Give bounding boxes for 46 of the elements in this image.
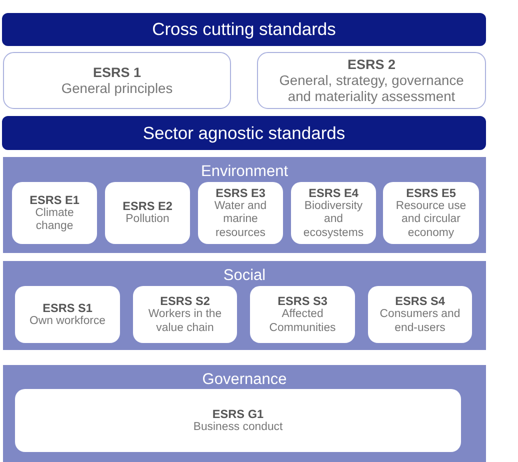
standard-title: Climate change [34,206,75,234]
standard-card [383,182,479,244]
standard-card [368,286,472,343]
standard-title: Business conduct [193,420,283,434]
standard-code: ESRS G1 [212,406,264,421]
standard-title: Own workforce [30,314,106,328]
standard-code: ESRS S1 [42,300,92,315]
standard-title: General principles [61,81,173,97]
category-panel [3,157,486,253]
standard-code: ESRS E4 [308,186,358,200]
banner-title: Cross cutting standards [152,19,336,40]
standard-title: Consumers and end-users [378,308,462,335]
panel-heading: Governance [202,371,287,388]
banner-title: Sector agnostic standards [142,122,346,144]
standard-code: ESRS E3 [216,186,266,200]
standard-card [198,182,283,244]
panel-heading: Social [223,267,266,284]
section-banner [2,116,486,150]
standard-card [15,389,461,452]
standard-card [250,286,355,343]
standard-code: ESRS S4 [395,294,445,308]
standard-card [3,52,231,109]
standard-title: Affected Communities [268,308,337,335]
standard-title: Resource use and circular economy [394,200,468,240]
standard-card [257,52,486,109]
standard-code: ESRS 2 [347,56,396,73]
standard-title: Water and marine resources [213,200,268,240]
standard-code: ESRS 1 [92,64,142,81]
standard-code: ESRS S3 [278,294,328,308]
category-panel [3,261,486,350]
category-panel [3,365,486,462]
standard-code: ESRS E5 [406,186,456,200]
standard-card [12,182,97,244]
section-banner [2,13,486,46]
standard-code: ESRS E2 [122,199,172,214]
standard-card [133,286,237,343]
standard-code: ESRS E1 [30,192,80,206]
standard-title: General, strategy, governance and materiality assessment [278,73,465,105]
standard-title: Workers in the value chain [147,308,223,335]
standard-code: ESRS S2 [160,294,210,308]
standard-title: Biodiversity and ecosystems [302,200,365,240]
standard-card [105,182,190,244]
panel-heading: Environment [200,163,288,180]
standard-title: Pollution [126,213,170,227]
standard-card [291,182,376,244]
standard-card [15,286,120,343]
